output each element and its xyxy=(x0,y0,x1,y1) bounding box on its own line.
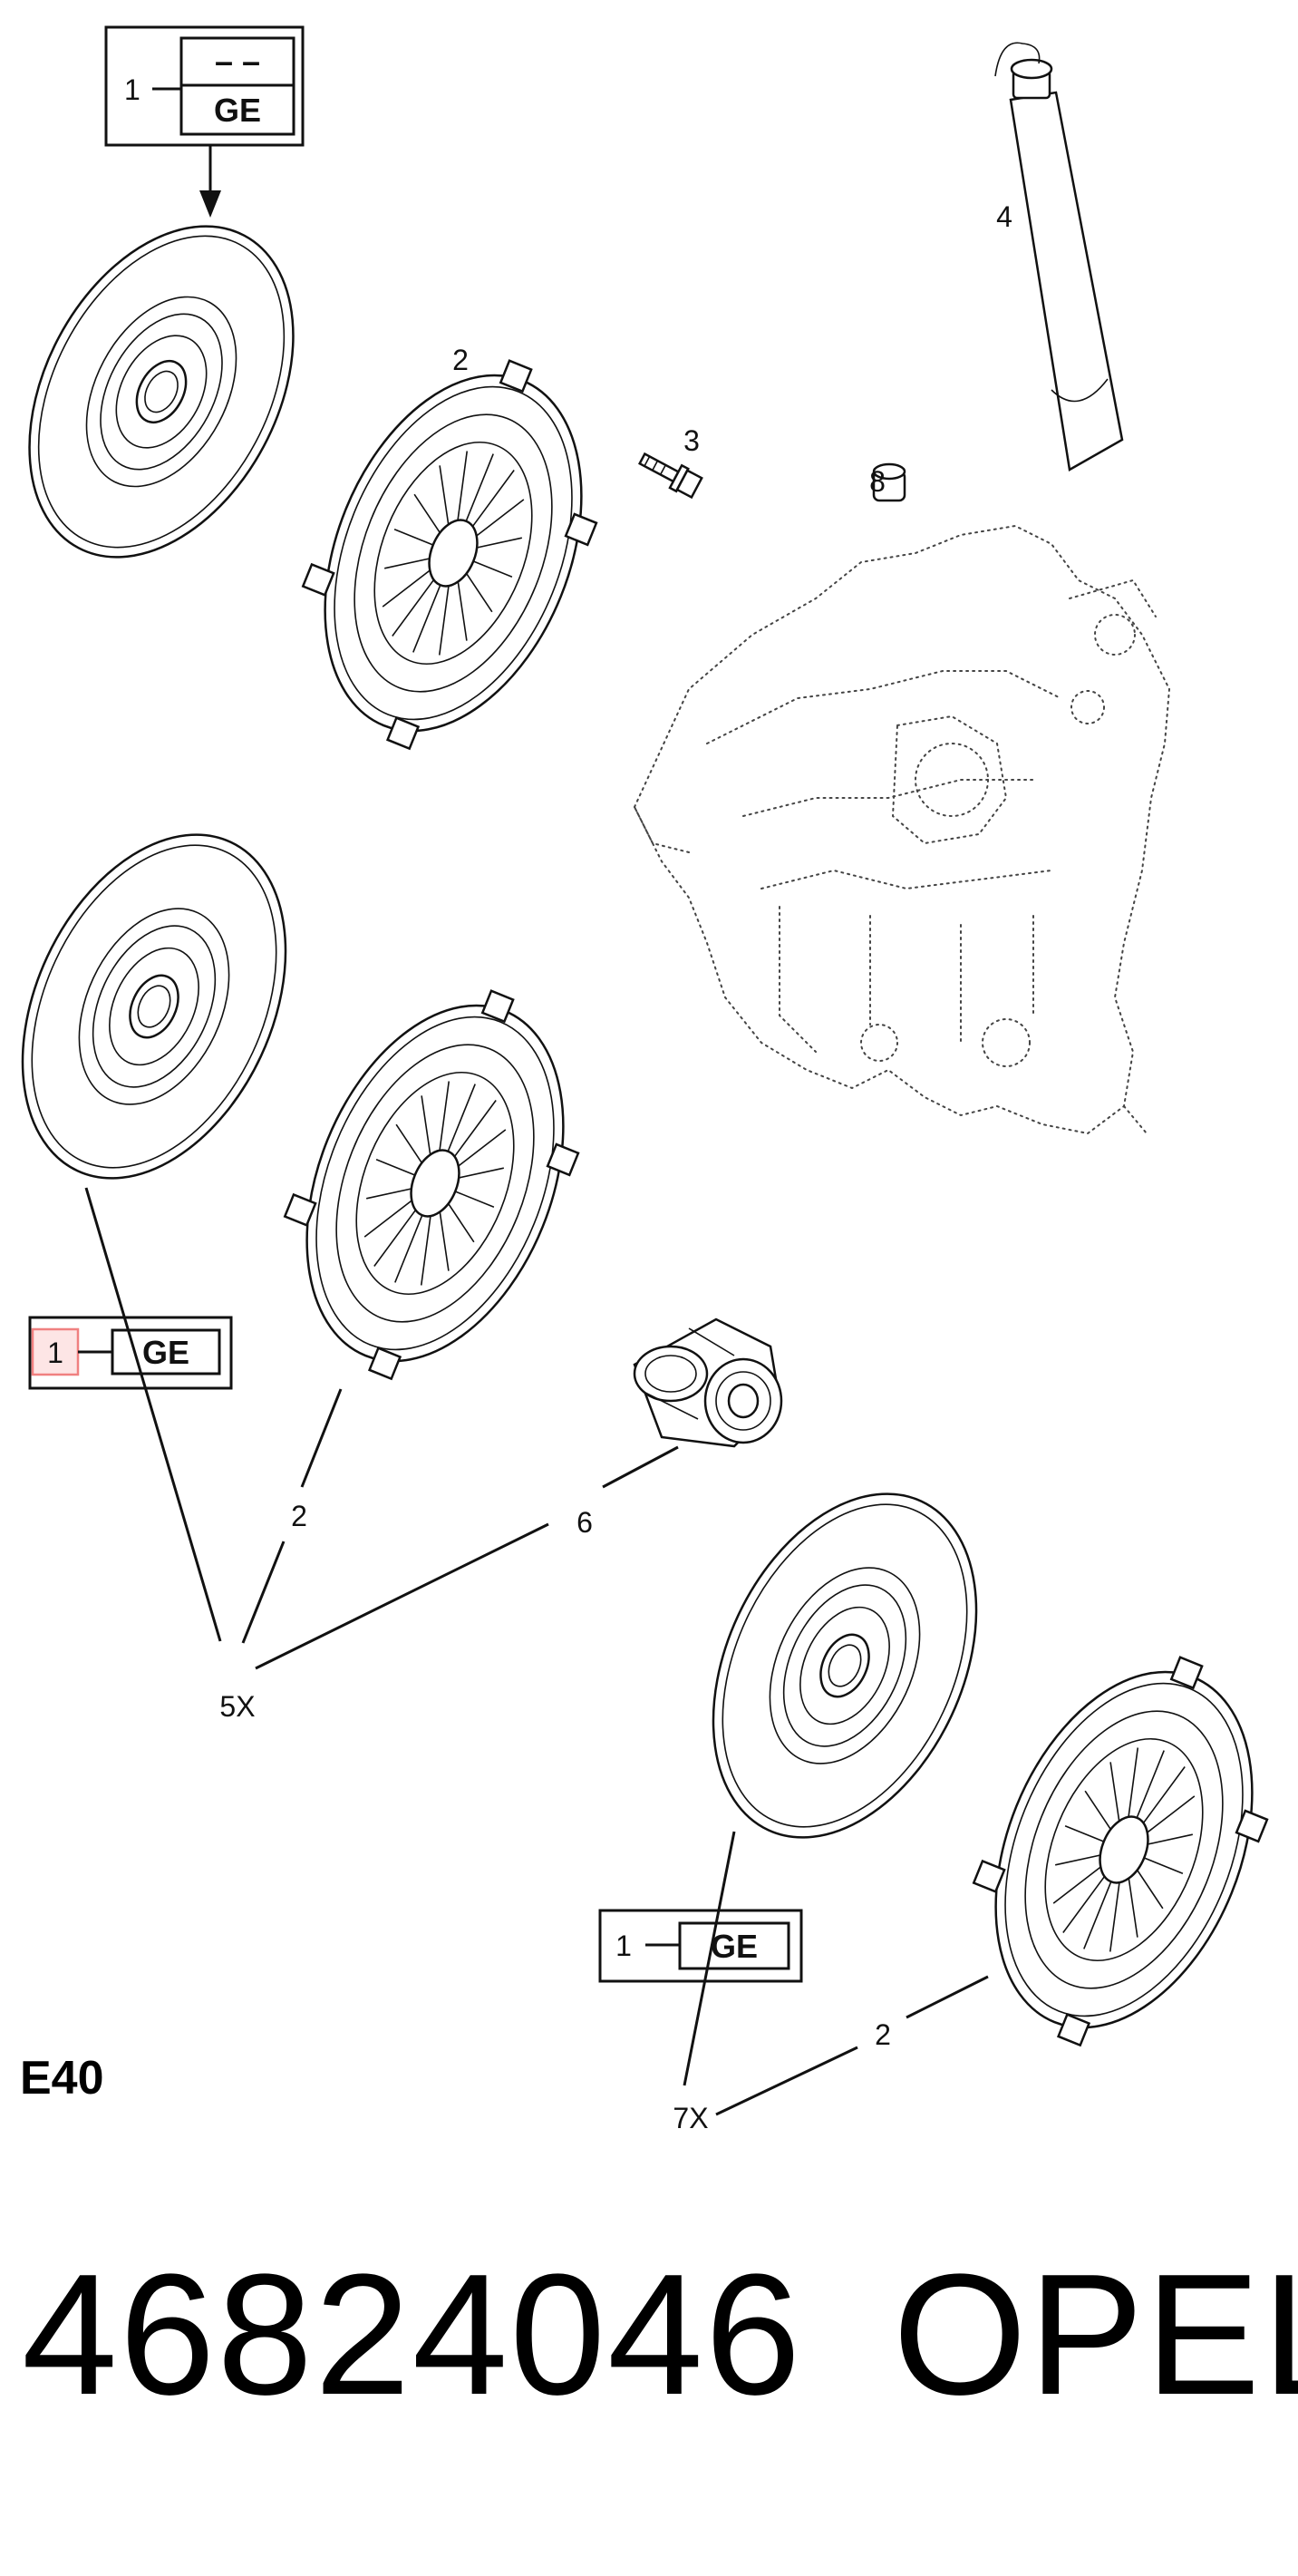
clutch-disc-top xyxy=(28,225,295,559)
callout-box-bottom-lower: GE xyxy=(711,1928,758,1965)
clutch-disc-bottom xyxy=(712,1492,978,1839)
callout-label-7x: 7X xyxy=(673,2102,708,2134)
callout-label-2-top: 2 xyxy=(452,344,469,376)
callout-box-bottom-number: 1 xyxy=(615,1930,632,1962)
part-number: 46824046 xyxy=(22,2239,803,2431)
callout-box-middle-lower: GE xyxy=(142,1334,189,1371)
callout-label-2-bottom: 2 xyxy=(875,2018,891,2051)
release-bearing-part xyxy=(633,1317,783,1448)
callout-box-top-upper: – – xyxy=(215,43,260,80)
transmission-housing-outline xyxy=(633,524,1171,1135)
leader-lines xyxy=(84,1187,989,2116)
callout-box-middle: 1 GE xyxy=(28,1316,233,1390)
arrow-down-icon xyxy=(199,190,221,218)
callout-box-top: 1 – – GE xyxy=(104,25,305,147)
sleeve-part xyxy=(872,462,906,502)
pressure-plate-middle xyxy=(283,989,580,1381)
callout-box-top-number: 1 xyxy=(124,73,140,106)
callout-label-4: 4 xyxy=(996,200,1012,233)
callout-label-5x: 5X xyxy=(219,1690,255,1723)
callout-box-middle-number: 1 xyxy=(47,1337,63,1369)
model-code: E40 xyxy=(20,2052,104,2105)
callout-box-bottom: 1 GE xyxy=(598,1909,803,1983)
pressure-plate-bottom xyxy=(972,1656,1269,2047)
bolt-part xyxy=(638,452,703,500)
callout-label-8: 8 xyxy=(869,465,886,498)
callout-label-3: 3 xyxy=(683,424,700,457)
callout-box-top-lower: GE xyxy=(214,92,261,129)
highlight-marker xyxy=(31,1327,80,1376)
callout-label-6: 6 xyxy=(576,1506,593,1539)
pressure-plate-top xyxy=(301,359,598,751)
brand-name: OPEL xyxy=(893,2239,1298,2431)
clutch-disc-middle xyxy=(21,833,287,1180)
callout-label-2-mid: 2 xyxy=(291,1500,307,1532)
grease-tube-part xyxy=(994,42,1124,471)
